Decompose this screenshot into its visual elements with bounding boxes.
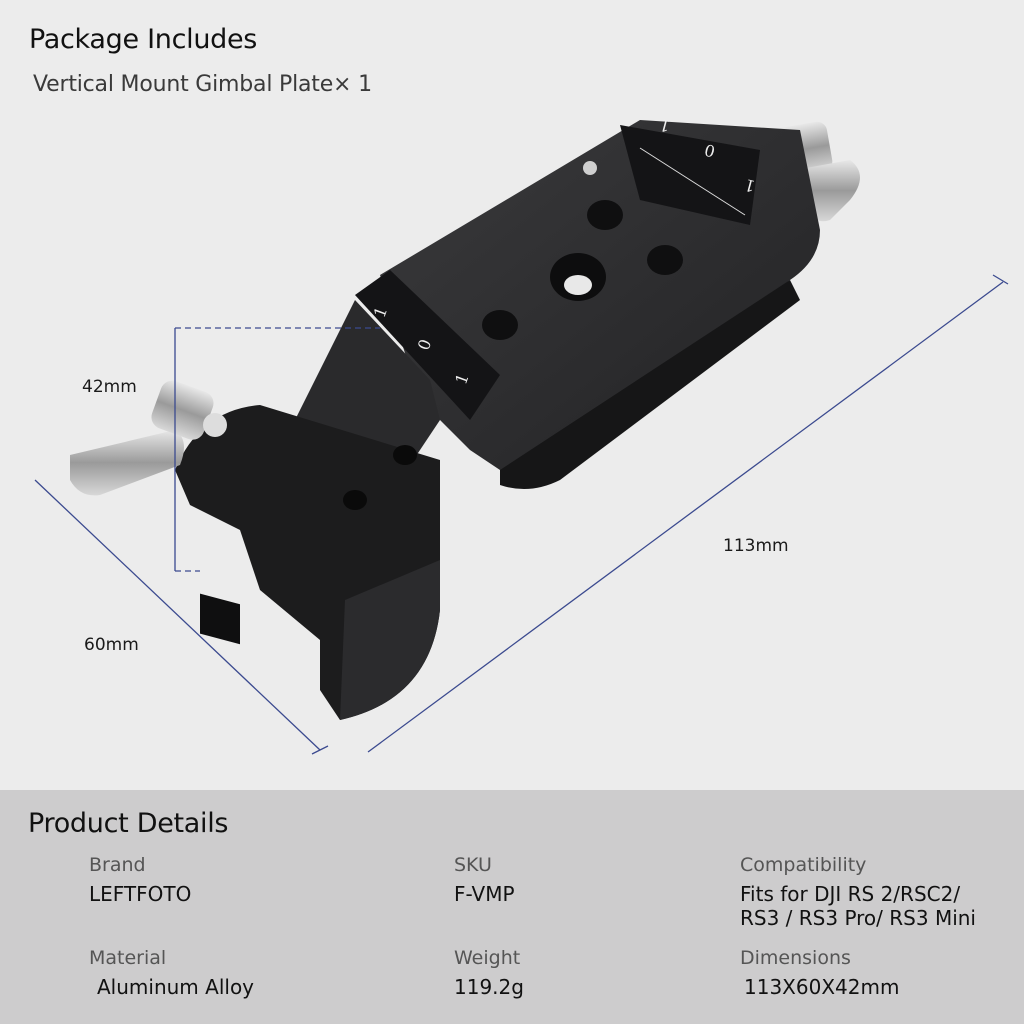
detail-compatibility: Compatibility Fits for DJI RS 2/RSC2/ RS… xyxy=(740,854,976,930)
width-dimension-label: 60mm xyxy=(84,635,139,655)
mounting-holes xyxy=(482,161,683,340)
brand-value: LEFTFOTO xyxy=(89,882,192,906)
package-title: Package Includes xyxy=(29,24,258,55)
product-details-title: Product Details xyxy=(28,808,229,839)
compatibility-label: Compatibility xyxy=(740,854,867,876)
dimensions-value: 113X60X42mm xyxy=(744,975,900,999)
length-dimension-label: 113mm xyxy=(723,536,789,556)
height-dimension-label: 42mm xyxy=(82,377,137,397)
svg-text:1: 1 xyxy=(657,115,672,136)
weight-label: Weight xyxy=(454,947,521,969)
weight-value: 119.2g xyxy=(454,975,524,999)
detail-brand: Brand LEFTFOTO xyxy=(89,854,191,906)
detail-weight: Weight 119.2g xyxy=(454,947,524,999)
svg-text:1: 1 xyxy=(742,175,757,196)
sku-value: F-VMP xyxy=(454,882,515,906)
detail-material: Material Aluminum Alloy xyxy=(89,947,254,999)
product-image: 1 0 1 1 0 1 xyxy=(34,115,1009,755)
product-details-section: Product Details Brand LEFTFOTO SKU F-VMP… xyxy=(0,790,1024,1024)
compatibility-value-line1: Fits for DJI RS 2/RSC2/ xyxy=(740,882,961,906)
dimensions-label: Dimensions xyxy=(740,947,851,969)
material-value: Aluminum Alloy xyxy=(97,975,255,999)
material-label: Material xyxy=(89,947,167,969)
left-knob xyxy=(70,380,227,496)
sku-label: SKU xyxy=(454,854,492,876)
detail-sku: SKU F-VMP xyxy=(454,854,515,906)
detail-dimensions: Dimensions 113X60X42mm xyxy=(740,947,899,999)
package-section: Package Includes Vertical Mount Gimbal P… xyxy=(29,24,1009,755)
compatibility-value-line2: RS3 / RS3 Pro/ RS3 Mini xyxy=(740,906,976,930)
package-item: Vertical Mount Gimbal Plate× 1 xyxy=(33,72,372,97)
svg-text:0: 0 xyxy=(702,140,717,161)
brand-label: Brand xyxy=(89,854,146,876)
dimension-lines xyxy=(34,274,1009,755)
